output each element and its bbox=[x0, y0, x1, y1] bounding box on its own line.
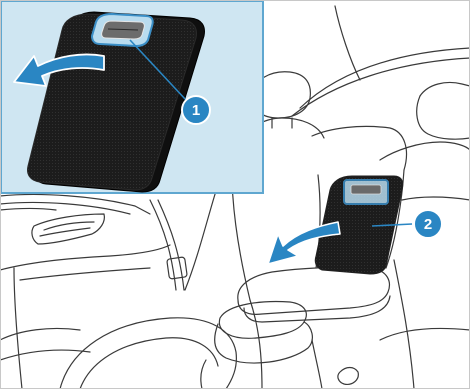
seat-cushion bbox=[0, 318, 470, 389]
callout-1-label: 1 bbox=[192, 102, 200, 119]
detail-inset: 1 bbox=[1, 1, 263, 193]
roof-outline bbox=[292, 6, 470, 116]
door-panel bbox=[0, 194, 170, 389]
callout-2-label: 2 bbox=[424, 216, 432, 233]
armrest bbox=[201, 267, 390, 389]
